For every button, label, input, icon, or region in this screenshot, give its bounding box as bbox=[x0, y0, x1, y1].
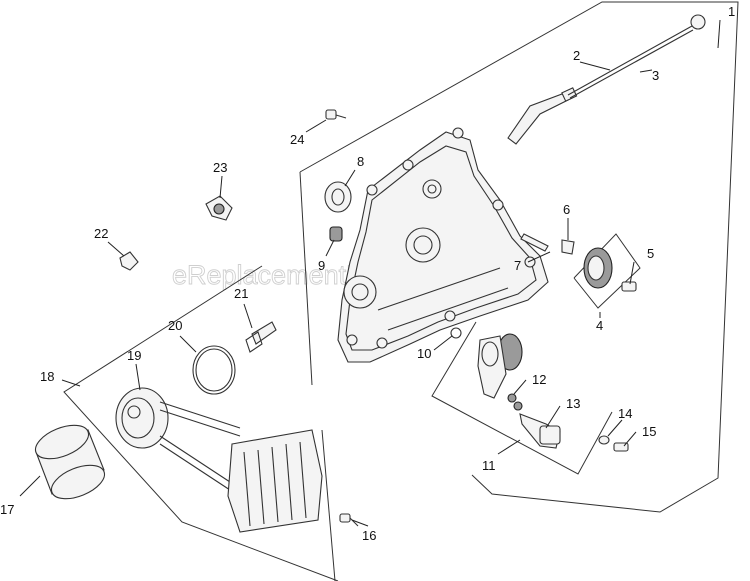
callout-16: 16 bbox=[362, 528, 376, 543]
dipstick bbox=[567, 14, 706, 99]
group-11-boundary bbox=[431, 321, 613, 475]
o-ring-large bbox=[192, 345, 236, 395]
oil-seal bbox=[324, 181, 352, 213]
callout-21: 21 bbox=[234, 286, 248, 301]
callout-18: 18 bbox=[40, 369, 54, 384]
relief-spring bbox=[507, 393, 523, 411]
group-18-boundary bbox=[63, 265, 339, 581]
governor-pin bbox=[520, 233, 549, 252]
washer bbox=[598, 435, 610, 445]
screw-24 bbox=[325, 109, 347, 120]
breather bbox=[205, 195, 233, 221]
callout-4: 4 bbox=[596, 318, 603, 333]
group-1-boundary-left bbox=[299, 171, 313, 386]
callout-24: 24 bbox=[290, 132, 304, 147]
governor-shaft bbox=[621, 281, 637, 292]
oil-filter-nipple bbox=[245, 321, 277, 353]
callout-20: 20 bbox=[168, 318, 182, 333]
fitting bbox=[119, 251, 139, 271]
relief-valve bbox=[519, 413, 561, 449]
screw-16 bbox=[339, 513, 359, 527]
o-ring-small bbox=[450, 327, 462, 339]
callout-11: 11 bbox=[482, 458, 496, 473]
callout-15: 15 bbox=[642, 424, 656, 439]
bushing bbox=[329, 226, 343, 242]
callout-10: 10 bbox=[417, 346, 431, 361]
oil-filter bbox=[34, 424, 106, 500]
governor-clip bbox=[561, 239, 575, 255]
callout-14: 14 bbox=[618, 406, 632, 421]
callout-19: 19 bbox=[127, 348, 141, 363]
callout-17: 17 bbox=[0, 502, 14, 517]
oil-pump bbox=[477, 333, 523, 399]
group-18-boundary-right bbox=[321, 429, 336, 581]
oil-cooler bbox=[159, 401, 323, 533]
callout-6: 6 bbox=[563, 202, 570, 217]
oil-cooler-adapter bbox=[115, 387, 169, 449]
callout-2: 2 bbox=[573, 48, 580, 63]
callout-9: 9 bbox=[318, 258, 325, 273]
callout-3: 3 bbox=[652, 68, 659, 83]
leader-lines bbox=[19, 19, 721, 527]
crankcase-cover bbox=[337, 127, 549, 363]
dipstick-tube bbox=[507, 87, 578, 145]
callout-22: 22 bbox=[94, 226, 108, 241]
callout-5: 5 bbox=[647, 246, 654, 261]
callout-12: 12 bbox=[532, 372, 546, 387]
governor-gear bbox=[583, 247, 613, 289]
group-1-boundary bbox=[299, 1, 739, 513]
callout-8: 8 bbox=[357, 154, 364, 169]
callout-1: 1 bbox=[728, 4, 735, 19]
callout-7: 7 bbox=[514, 258, 521, 273]
callout-23: 23 bbox=[213, 160, 227, 175]
callout-13: 13 bbox=[566, 396, 580, 411]
